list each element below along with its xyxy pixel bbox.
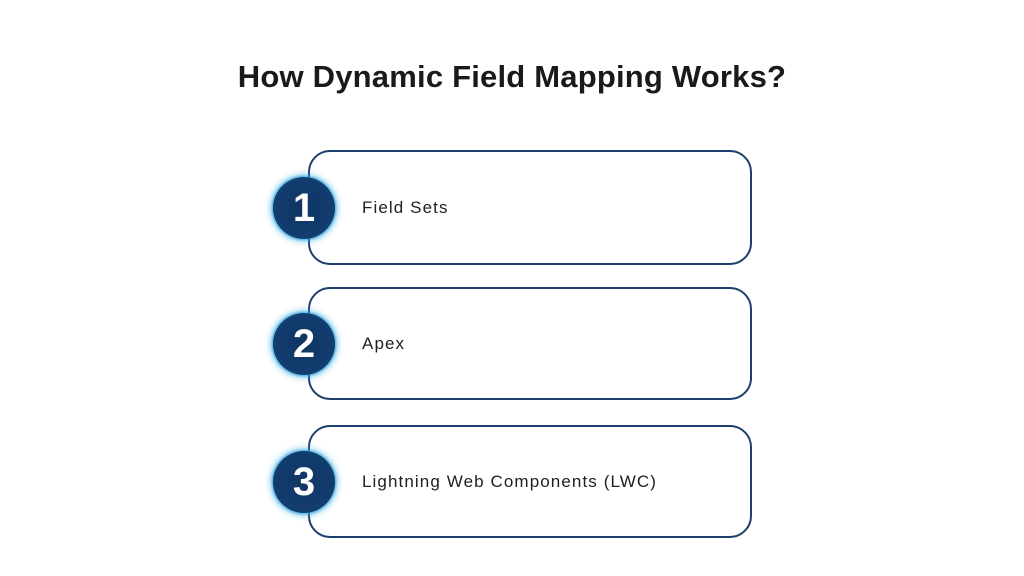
list-item[interactable]: 2 Apex	[273, 287, 752, 400]
step-card-2[interactable]	[308, 287, 752, 400]
step-card-3[interactable]	[308, 425, 752, 538]
step-label-2: Apex	[362, 333, 406, 353]
list-item[interactable]: 3 Lightning Web Components (LWC)	[273, 425, 752, 538]
step-number-badge-1: 1	[273, 176, 335, 239]
step-number-label: 3	[292, 459, 316, 504]
step-label-1: Field Sets	[362, 197, 449, 217]
step-number-badge-3: 3	[273, 450, 335, 513]
step-label-3: Lightning Web Components (LWC)	[362, 471, 658, 491]
step-number-label: 2	[292, 321, 316, 366]
step-number-label: 1	[292, 185, 316, 230]
page-title: How Dynamic Field Mapping Works?	[237, 59, 787, 94]
step-card-1[interactable]	[308, 150, 752, 265]
list-item[interactable]: 1 Field Sets	[273, 150, 752, 265]
step-number-badge-2: 2	[273, 312, 335, 375]
